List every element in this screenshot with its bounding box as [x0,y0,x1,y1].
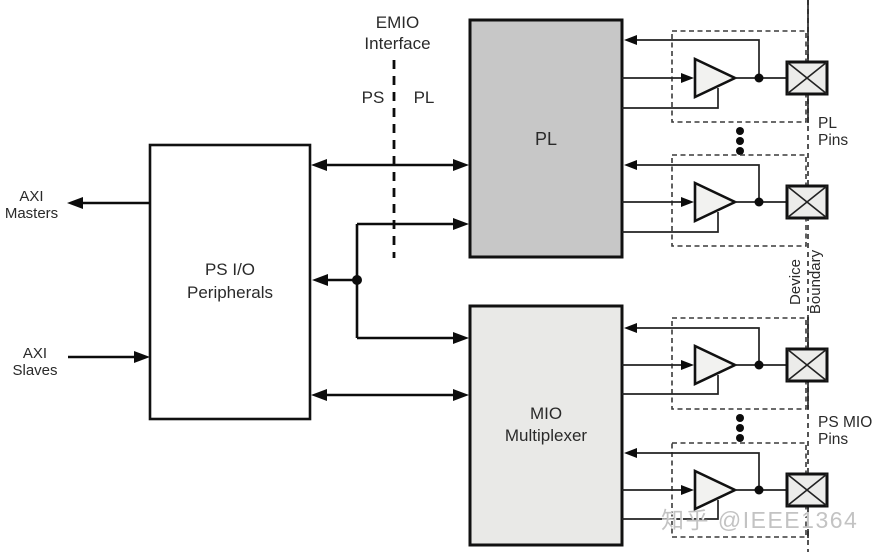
dot-icon [736,127,744,135]
dot-icon [736,147,744,155]
mio-label-line2: Multiplexer [504,426,588,445]
pad-cross [786,473,828,507]
arrowhead-icon [681,197,694,207]
ellipsis-dots-mio [736,414,744,442]
arrowhead-icon [453,159,469,171]
ps-io-label-line2: Peripherals [187,283,273,302]
dot-icon [736,137,744,145]
junction-dot-icon [754,360,764,370]
axi-slaves-label: AXI Slaves [2,345,68,379]
dot-icon [736,414,744,422]
junction-dot-icon [754,73,764,83]
junction-dot-icon [754,197,764,207]
junction-dot-icon [754,485,764,495]
arrowhead-icon [453,389,469,401]
pad-cross [786,61,828,95]
axi-masters-line2: Masters [4,205,59,222]
pad-cross [786,348,828,382]
tristate-buffer-icon [693,343,739,387]
feedback-line [637,39,760,78]
arrowhead-icon [681,485,694,495]
arrowhead-icon [624,448,637,458]
io-buffer-cell-pl-2 [622,154,829,247]
axi-masters-arrow [67,197,150,209]
io-buffer-cell-mio-2 [622,442,829,538]
tristate-buffer-icon [693,56,739,100]
arrowhead-icon [453,332,469,344]
enable-line [622,212,719,233]
feedback-line [637,327,760,365]
arrowhead-icon [312,274,328,286]
emio-branch-wires [312,218,469,344]
ps-mio-pins-line1: PS MIO [818,414,873,431]
ps-pl-bidirectional-arrow [311,159,469,171]
arrowhead-icon [311,159,327,171]
arrowhead-icon [67,197,83,209]
emio-label-line2: Interface [364,34,431,53]
ps-mio-pins-label: PS MIO Pins [818,414,873,448]
emio-label-line1: EMIO [375,13,420,32]
emio-interface-label: EMIO Interface [350,12,445,54]
io-buffer-cell-mio-1 [622,317,829,410]
device-boundary-line1: Device [787,259,804,305]
junction-dot-icon [352,275,362,285]
tristate-buffer-icon [693,180,739,224]
ps-mio-pins-line2: Pins [818,430,849,448]
axi-slaves-line2: Slaves [12,362,58,379]
ps-mio-bidirectional-arrow [311,389,469,401]
pl-pins-line2: Pins [818,131,849,149]
pl-side-label: PL [410,87,438,108]
pl-block-label: PL [470,129,622,150]
mio-multiplexer-block [468,304,624,547]
device-boundary-label: Device Boundary [786,239,828,325]
feedback-line [637,164,760,202]
arrowhead-icon [681,360,694,370]
ps-io-label-line1: PS I/O [204,260,256,279]
ps-io-block-label: PS I/O Peripherals [150,258,310,304]
arrowhead-icon [624,323,637,333]
enable-line [622,88,719,109]
pl-pins-line1: PL [818,115,837,132]
ps-side-text: PS [361,88,385,107]
axi-slaves-arrow [68,351,150,363]
pl-side-text: PL [413,88,435,107]
dot-icon [736,434,744,442]
arrowhead-icon [453,218,469,230]
watermark-text: 知乎 @IEEE1364 [661,507,859,533]
mio-label-line1: MIO [529,404,563,423]
axi-slaves-line1: AXI [22,345,48,362]
mio-block-label: MIO Multiplexer [470,403,622,447]
axi-masters-line1: AXI [19,188,44,205]
ps-side-label: PS [359,87,387,108]
dot-icon [736,424,744,432]
arrowhead-icon [311,389,327,401]
device-boundary-line2: Boundary [807,249,824,315]
arrowhead-icon [134,351,150,363]
pl-pins-label: PL Pins [818,115,849,149]
tristate-buffer-icon [693,468,739,512]
ps-io-peripherals-block [148,143,312,421]
enable-line [622,375,719,395]
arrowhead-icon [624,160,637,170]
axi-masters-label: AXI Masters [0,188,63,222]
pl-block-text: PL [534,129,558,149]
enable-line [622,500,719,520]
arrowhead-icon [624,35,637,45]
pad-cross [786,185,828,219]
ellipsis-dots-pl [736,127,744,155]
io-buffer-cell-pl-1 [622,30,829,123]
feedback-line [637,452,760,490]
pl-block [468,18,624,259]
arrowhead-icon [681,73,694,83]
